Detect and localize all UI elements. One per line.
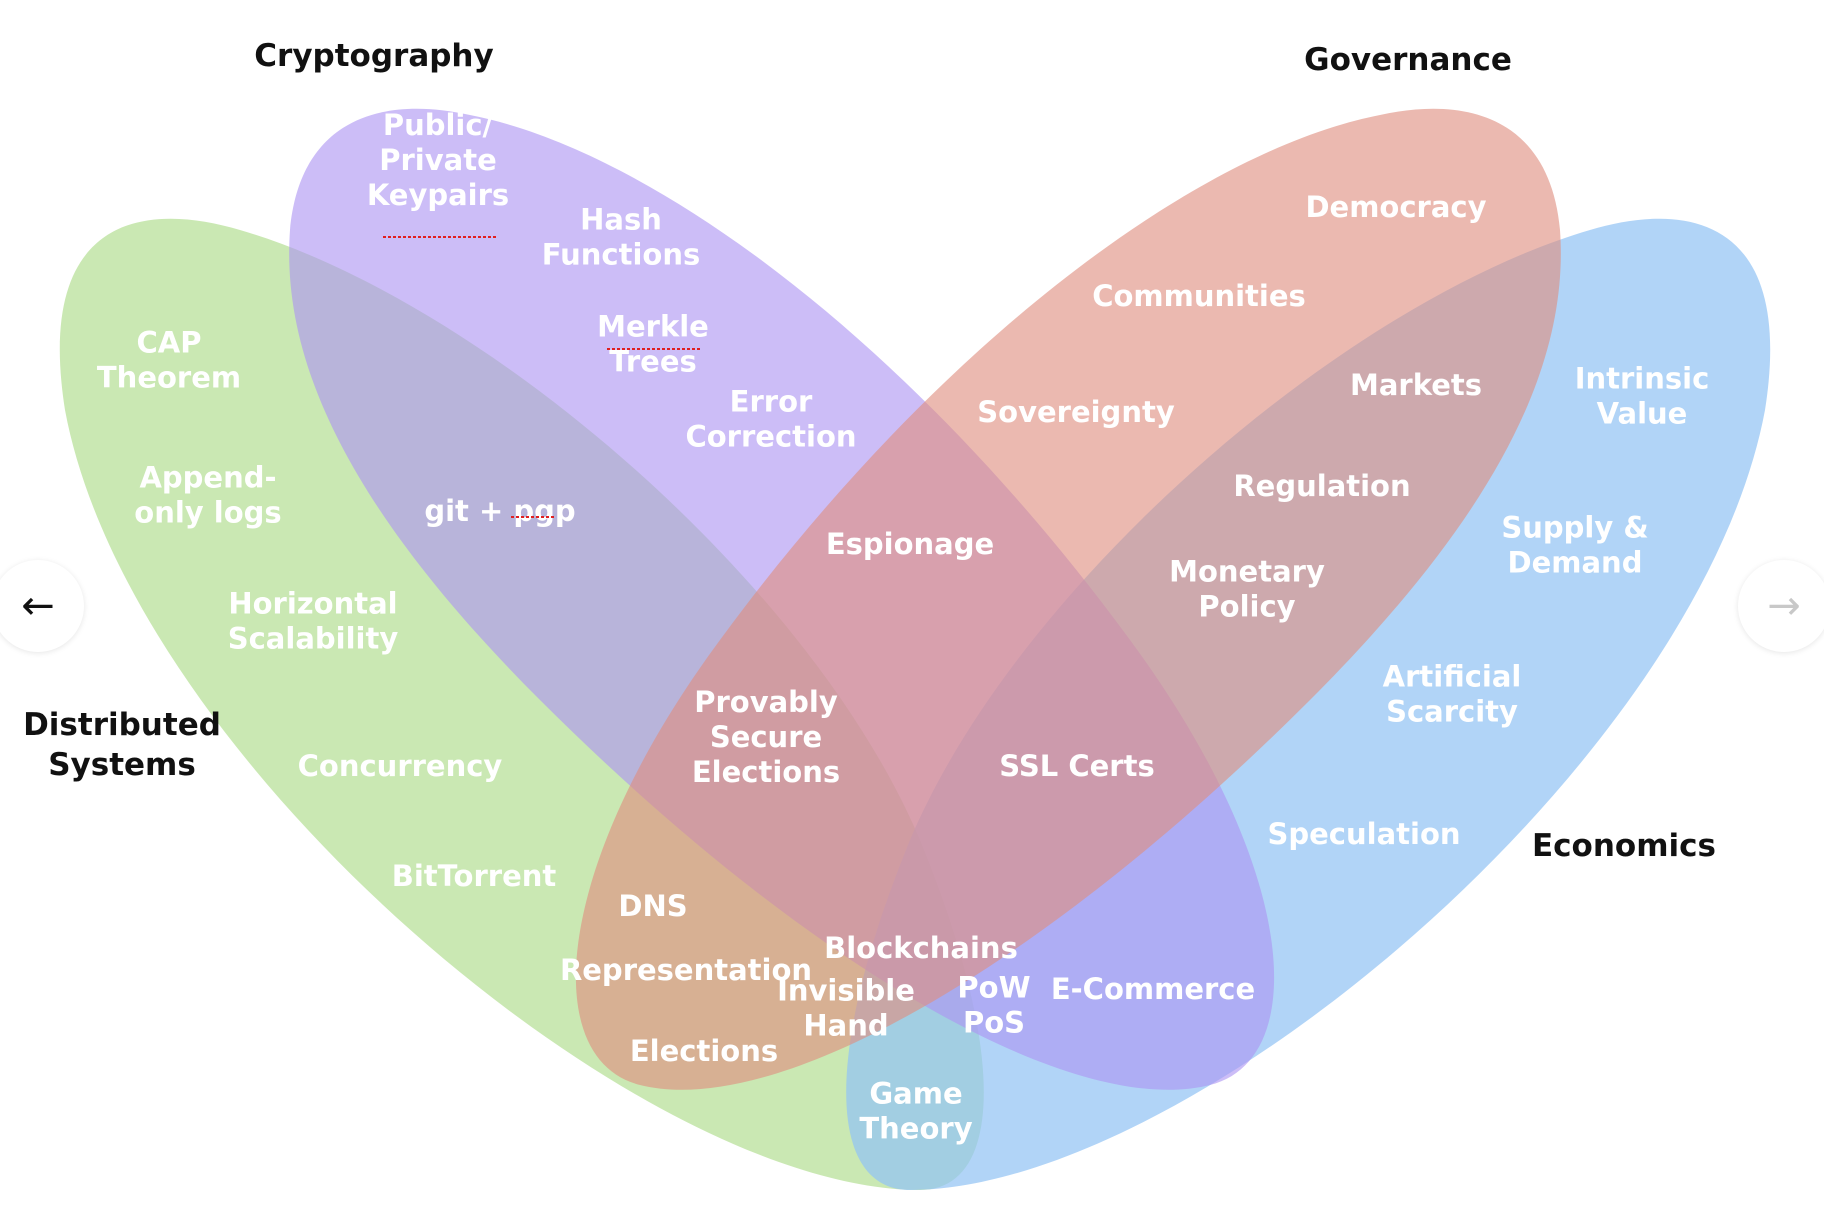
label-line: Intrinsic <box>1575 362 1710 396</box>
label-e-commerce: E-Commerce <box>1051 972 1255 1006</box>
label-line: Functions <box>542 238 700 272</box>
previous-slide-button[interactable]: ← <box>0 560 84 652</box>
label-line: Keypairs <box>367 178 509 212</box>
governance-title: Governance <box>1304 42 1512 78</box>
label-line: Systems <box>48 747 196 783</box>
label-line: Append- <box>139 461 276 495</box>
label-bittorrent: BitTorrent <box>392 859 557 893</box>
label-dns: DNS <box>618 889 687 923</box>
label-line: Horizontal <box>228 587 397 621</box>
label-line: Democracy <box>1305 190 1486 224</box>
label-concurrency: Concurrency <box>298 749 503 783</box>
governance-set-ellipse <box>575 108 1561 1090</box>
label-representation: Representation <box>560 953 812 987</box>
label-line: Governance <box>1304 42 1512 78</box>
label-line: BitTorrent <box>392 859 557 893</box>
label-line: Communities <box>1092 279 1306 313</box>
label-line: Theory <box>859 1112 972 1146</box>
label-line: DNS <box>618 889 687 923</box>
label-line: Elections <box>692 755 840 789</box>
label-line: Scarcity <box>1386 695 1518 729</box>
label-line: Artificial <box>1383 660 1522 694</box>
label-line: Hand <box>803 1009 888 1043</box>
label-line: Representation <box>560 953 812 987</box>
label-line: Markets <box>1350 368 1482 402</box>
label-line: Hash <box>580 203 662 237</box>
label-line: Invisible <box>777 974 915 1008</box>
label-line: Demand <box>1508 546 1643 580</box>
label-sovereignty: Sovereignty <box>977 395 1175 429</box>
label-line: Economics <box>1532 828 1716 864</box>
label-democracy: Democracy <box>1305 190 1486 224</box>
label-line: Provably <box>694 685 838 719</box>
cryptography-title: Cryptography <box>254 38 493 74</box>
label-append-only-logs: Append-only logs <box>134 461 281 530</box>
label-markets: Markets <box>1350 368 1482 402</box>
label-line: Correction <box>685 420 856 454</box>
label-line: SSL Certs <box>999 749 1154 783</box>
label-blockchains: Blockchains <box>824 931 1018 965</box>
economics-title: Economics <box>1532 828 1716 864</box>
label-line: Game <box>869 1077 962 1111</box>
arrow-right-icon: → <box>1767 583 1801 629</box>
label-speculation: Speculation <box>1267 817 1460 851</box>
arrow-left-icon: ← <box>21 583 55 629</box>
label-line: CAP <box>137 326 202 360</box>
label-line: Speculation <box>1267 817 1460 851</box>
label-line: Monetary <box>1169 555 1325 589</box>
next-slide-button[interactable]: → <box>1738 560 1824 652</box>
label-line: Supply & <box>1501 511 1648 545</box>
label-line: Espionage <box>826 527 994 561</box>
label-line: PoW <box>957 971 1030 1005</box>
label-line: PoS <box>963 1006 1025 1040</box>
label-line: Scalability <box>228 622 399 656</box>
label-regulation: Regulation <box>1233 469 1410 503</box>
label-line: only logs <box>134 496 281 530</box>
label-line: Policy <box>1198 590 1295 624</box>
label-line: Cryptography <box>254 38 493 74</box>
label-line: Value <box>1597 397 1688 431</box>
label-line: git + pgp <box>424 494 575 528</box>
spellcheck-underlines <box>383 236 700 518</box>
label-supply-demand: Supply &Demand <box>1501 511 1648 580</box>
label-line: Secure <box>710 720 822 754</box>
label-espionage: Espionage <box>826 527 994 561</box>
label-ssl-certs: SSL Certs <box>999 749 1154 783</box>
set-shapes <box>59 108 1771 1191</box>
label-git-pgp: git + pgp <box>424 494 575 528</box>
label-line: Elections <box>630 1034 778 1068</box>
label-line: Error <box>730 385 813 419</box>
label-line: Theorem <box>97 361 241 395</box>
label-line: Merkle <box>597 310 709 344</box>
label-elections: Elections <box>630 1034 778 1068</box>
label-line: E-Commerce <box>1051 972 1255 1006</box>
label-line: Distributed <box>23 707 221 743</box>
label-line: Concurrency <box>298 749 503 783</box>
label-line: Regulation <box>1233 469 1410 503</box>
label-line: Blockchains <box>824 931 1018 965</box>
label-communities: Communities <box>1092 279 1306 313</box>
label-line: Public/ <box>383 108 494 142</box>
label-line: Private <box>379 143 497 177</box>
label-line: Trees <box>609 345 697 379</box>
label-line: Sovereignty <box>977 395 1175 429</box>
